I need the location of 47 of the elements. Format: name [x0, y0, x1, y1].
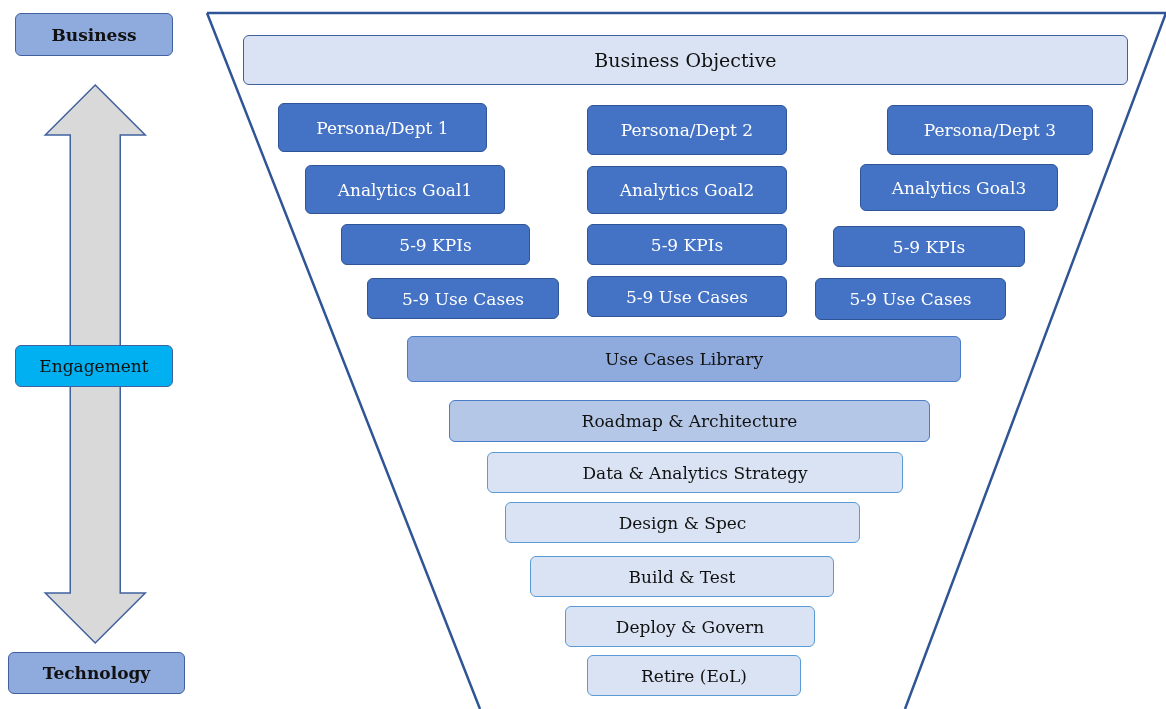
level-label-box: [8, 652, 185, 694]
box-label: Data & Analytics Strategy: [582, 462, 808, 483]
process-box: [565, 606, 815, 647]
box-label: Analytics Goal2: [619, 180, 755, 200]
process-box: [367, 278, 559, 319]
box-label: Roadmap & Architecture: [581, 411, 798, 431]
box-label: Persona/Dept 2: [620, 120, 754, 140]
box-label: Business: [51, 24, 137, 45]
process-box: [815, 278, 1006, 320]
box-label: Build & Test: [628, 566, 736, 587]
box-label: Analytics Goal1: [337, 179, 473, 200]
process-box: [587, 276, 787, 317]
process-box: [278, 103, 487, 152]
process-box: [587, 105, 787, 155]
box-label: 5-9 Use Cases: [402, 288, 524, 309]
box-label: Technology: [42, 663, 151, 683]
box-label: 5-9 KPIs: [650, 234, 724, 255]
double-arrow: [43, 83, 148, 645]
process-box: [887, 105, 1093, 155]
box-label: Analytics Goal3: [891, 177, 1027, 198]
process-box: [587, 224, 787, 265]
process-box: [833, 226, 1025, 267]
box-label: Design & Spec: [618, 512, 747, 533]
box-label: Persona/Dept 3: [923, 120, 1057, 140]
process-box: [487, 452, 903, 493]
level-label-box: [15, 13, 173, 56]
box-label: Retire (EoL): [641, 665, 747, 686]
box-label: 5-9 Use Cases: [626, 286, 748, 307]
box-label: 5-9 KPIs: [399, 234, 472, 255]
process-box: [305, 165, 505, 214]
process-box: [860, 164, 1058, 211]
process-box: [407, 336, 961, 382]
box-label: Business Objective: [594, 49, 777, 71]
process-box: [449, 400, 930, 442]
box-label: Deploy & Govern: [615, 616, 765, 637]
process-box: [530, 556, 834, 597]
box-label: Persona/Dept 1: [316, 117, 449, 138]
process-box: [587, 166, 787, 214]
level-label-box: [15, 345, 173, 387]
process-box: [505, 502, 860, 543]
process-box: [587, 655, 801, 696]
process-box: [341, 224, 530, 265]
box-label: 5-9 Use Cases: [849, 289, 972, 309]
box-label: 5-9 KPIs: [892, 236, 966, 257]
box-label: Use Cases Library: [604, 349, 764, 369]
box-label: Engagement: [39, 356, 149, 376]
process-box: [243, 35, 1128, 85]
